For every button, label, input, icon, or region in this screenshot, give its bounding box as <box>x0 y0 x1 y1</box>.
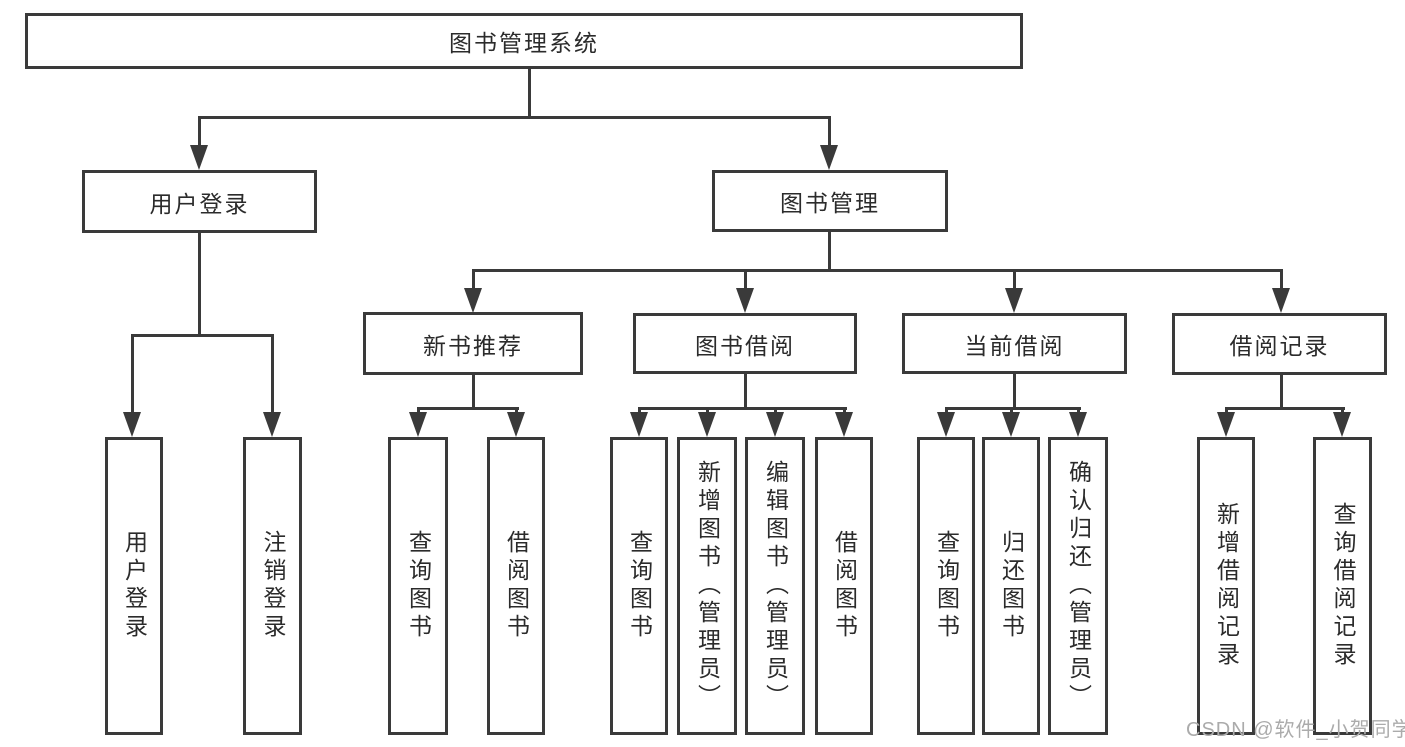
leaf-query-books-recommend-label: 查询图书 <box>405 530 432 642</box>
connector-line <box>1280 375 1283 410</box>
arrow-down-icon <box>263 412 281 437</box>
node-root: 图书管理系统 <box>25 13 1023 69</box>
connector-line <box>638 407 847 410</box>
leaf-confirm-return-admin-label: 确认归还（管理员） <box>1065 460 1092 712</box>
leaf-query-books-borrowing: 查询图书 <box>610 437 668 735</box>
leaf-user-login: 用户登录 <box>105 437 163 735</box>
connector-line <box>1280 272 1283 290</box>
connector-line <box>828 119 831 149</box>
arrow-down-icon <box>1002 412 1020 437</box>
connector-line <box>198 233 201 337</box>
leaf-add-borrow-record-label: 新增借阅记录 <box>1213 502 1240 670</box>
connector-line <box>744 374 747 410</box>
connector-line <box>131 337 134 414</box>
node-book-borrowing: 图书借阅 <box>633 313 857 374</box>
arrow-down-icon <box>1217 412 1235 437</box>
connector-line <box>472 375 475 410</box>
leaf-query-borrow-record-label: 查询借阅记录 <box>1330 502 1356 670</box>
arrow-down-icon <box>1069 412 1087 437</box>
leaf-borrow-books-recommend-label: 借阅图书 <box>503 530 530 642</box>
node-borrowing-records: 借阅记录 <box>1172 313 1387 375</box>
arrow-down-icon <box>409 412 427 437</box>
connector-line <box>828 232 831 272</box>
connector-line <box>945 407 1081 410</box>
leaf-query-books-recommend: 查询图书 <box>388 437 448 735</box>
connector-line <box>131 334 274 337</box>
connector-line <box>528 69 531 119</box>
arrow-down-icon <box>123 412 141 437</box>
watermark: CSDN @软件_小贺同学 <box>1186 719 1405 741</box>
leaf-user-login-label: 用户登录 <box>121 530 148 642</box>
arrow-down-icon <box>820 145 838 170</box>
leaf-add-book-admin-label: 新增图书（管理员） <box>694 460 721 712</box>
leaf-add-book-admin: 新增图书（管理员） <box>677 437 737 735</box>
leaf-edit-book-admin: 编辑图书（管理员） <box>745 437 805 735</box>
leaf-borrow-books-label: 借阅图书 <box>831 530 858 642</box>
leaf-add-borrow-record: 新增借阅记录 <box>1197 437 1255 735</box>
leaf-query-borrow-record: 查询借阅记录 <box>1313 437 1372 735</box>
node-user-login-label: 用户登录 <box>149 190 250 217</box>
arrow-down-icon <box>698 412 716 437</box>
connector-line <box>417 407 519 410</box>
arrow-down-icon <box>507 412 525 437</box>
arrow-down-icon <box>835 412 853 437</box>
arrow-down-icon <box>736 288 754 313</box>
connector-line <box>198 116 831 119</box>
node-borrowing-records-label: 借阅记录 <box>1229 333 1330 359</box>
node-current-borrowing: 当前借阅 <box>902 313 1127 374</box>
leaf-query-books-current: 查询图书 <box>917 437 975 735</box>
node-new-book-recommend: 新书推荐 <box>363 312 583 375</box>
leaf-logout-label: 注销登录 <box>260 530 286 642</box>
arrow-down-icon <box>1333 412 1351 437</box>
arrow-down-icon <box>1005 288 1023 313</box>
leaf-query-books-current-label: 查询图书 <box>933 530 960 642</box>
node-root-label: 图书管理系统 <box>449 30 599 56</box>
node-book-management-label: 图书管理 <box>780 190 880 216</box>
connector-line <box>472 272 475 290</box>
connector-line <box>198 119 201 149</box>
connector-line <box>1013 374 1016 410</box>
leaf-borrow-books-recommend: 借阅图书 <box>487 437 545 735</box>
leaf-edit-book-admin-label: 编辑图书（管理员） <box>762 460 789 712</box>
connector-line <box>1013 272 1016 290</box>
connector-line <box>1225 407 1345 410</box>
connector-line <box>744 272 747 290</box>
leaf-borrow-books: 借阅图书 <box>815 437 873 735</box>
node-current-borrowing-label: 当前借阅 <box>964 332 1065 359</box>
arrow-down-icon <box>766 412 784 437</box>
leaf-return-books-label: 归还图书 <box>998 530 1025 642</box>
arrow-down-icon <box>464 288 482 313</box>
leaf-logout: 注销登录 <box>243 437 302 735</box>
leaf-query-books-borrowing-label: 查询图书 <box>626 530 653 642</box>
connector-line <box>271 337 274 414</box>
node-user-login: 用户登录 <box>82 170 317 233</box>
connector-line <box>472 269 1283 272</box>
leaf-return-books: 归还图书 <box>982 437 1040 735</box>
node-book-borrowing-label: 图书借阅 <box>695 332 795 359</box>
arrow-down-icon <box>937 412 955 437</box>
leaf-confirm-return-admin: 确认归还（管理员） <box>1048 437 1108 735</box>
node-new-book-recommend-label: 新书推荐 <box>423 332 523 359</box>
arrow-down-icon <box>1272 288 1290 313</box>
arrow-down-icon <box>190 145 208 170</box>
arrow-down-icon <box>630 412 648 437</box>
node-book-management: 图书管理 <box>712 170 948 232</box>
